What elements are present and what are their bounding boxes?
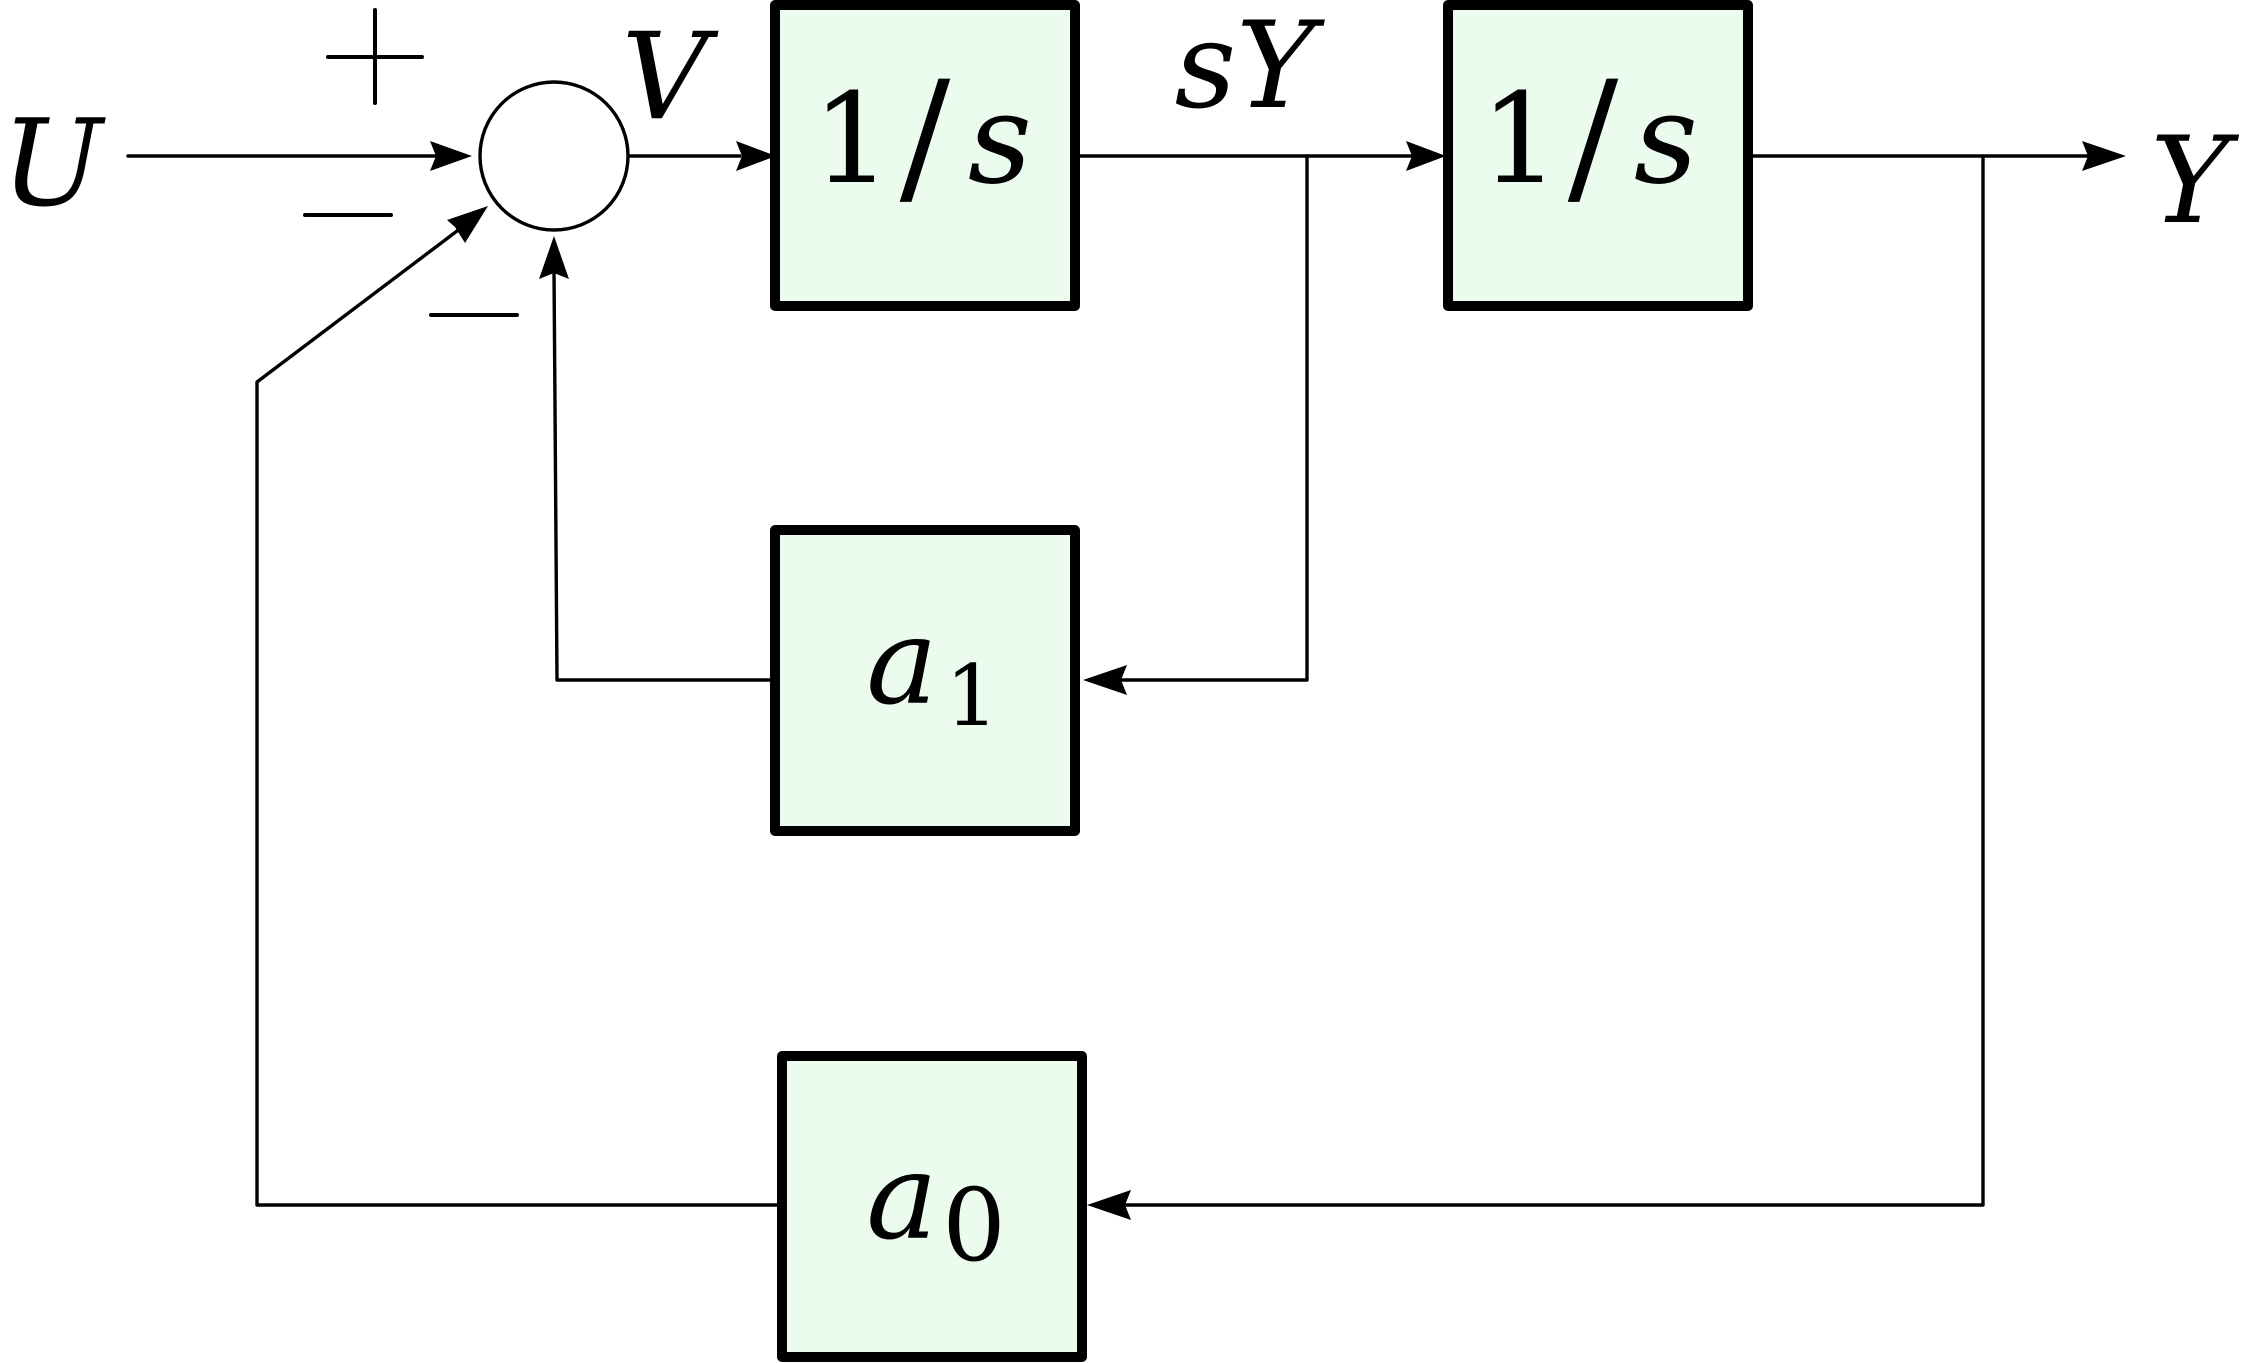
- gain-a1-symbol: a: [866, 593, 938, 732]
- gain-a1-box: [770, 525, 1080, 836]
- integrator-2-slash: /: [1568, 50, 1619, 224]
- arrow-into-junction-left: [430, 141, 472, 171]
- gain-a0-subscript: 0: [942, 1167, 1006, 1284]
- integrator-1-variable: s: [968, 67, 1032, 212]
- summing-circle: [478, 80, 630, 232]
- gain-a0-symbol: a: [866, 1128, 938, 1267]
- label-output-y: Y: [2150, 112, 2239, 251]
- arrow-into-a1: [1083, 665, 1127, 695]
- arrow-into-a0: [1087, 1190, 1131, 1220]
- arrow-into-junction-bottom: [539, 236, 569, 279]
- block-gain-a0: a 0: [777, 1051, 1087, 1362]
- plus-sign: [326, 8, 424, 105]
- block-integrator-2: 1 / s: [1443, 0, 1753, 311]
- wire-a0-feedback: [255, 223, 782, 1207]
- block-gain-a1: a 1: [770, 525, 1080, 836]
- block-integrator-1: 1 / s: [770, 0, 1080, 311]
- wire-y-feedback: [1096, 154, 1985, 1207]
- signal-labels: U V sY Y: [1, 0, 2239, 251]
- integrator-2-numerator: 1: [1480, 67, 1560, 212]
- integrator-2-box: [1443, 0, 1753, 311]
- summing-junction: + − −: [303, 8, 630, 317]
- gain-a0-box: [777, 1051, 1087, 1362]
- label-input-u: U: [1, 95, 106, 234]
- label-sum-output-v: V: [622, 8, 719, 147]
- arrow-output-y: [2082, 141, 2126, 171]
- arrow-into-integrator-1: [736, 141, 776, 171]
- arrow-into-junction-lower-left: [447, 206, 488, 243]
- wire-a1-feedback: [552, 268, 772, 682]
- label-intermediate-sy: sY: [1175, 0, 1326, 136]
- integrator-2-variable: s: [1634, 67, 1698, 212]
- arrowheads: [430, 141, 2126, 1220]
- wire-sy-feedback: [1088, 154, 1309, 682]
- signal-wires: [126, 154, 2092, 1207]
- integrator-1-box: [770, 0, 1080, 311]
- arrow-into-integrator-2: [1406, 141, 1446, 171]
- integrator-1-slash: /: [900, 50, 951, 224]
- integrator-1-numerator: 1: [812, 67, 892, 212]
- gain-a1-subscript: 1: [945, 647, 998, 745]
